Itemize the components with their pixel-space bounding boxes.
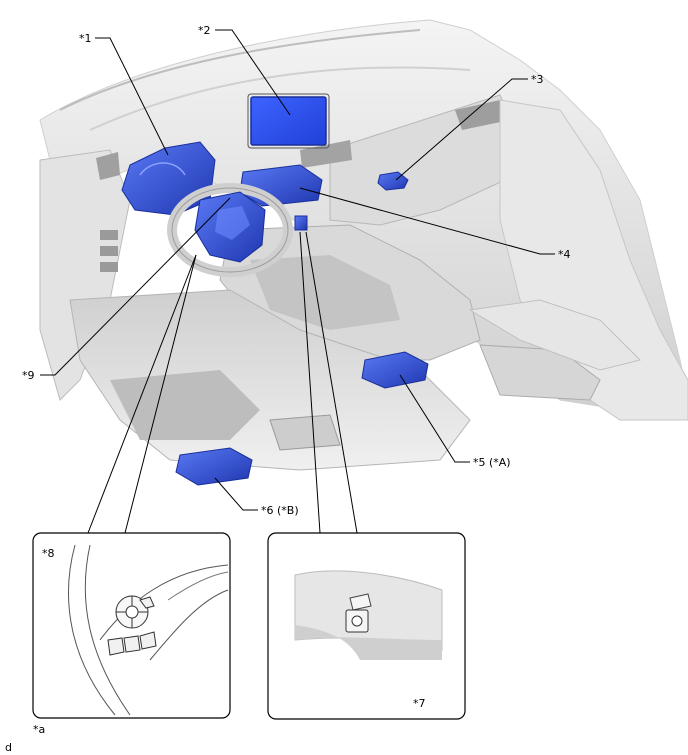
left-air-vent	[96, 152, 120, 180]
leader-line-4	[299, 187, 555, 255]
steering-wheel-outline	[171, 187, 289, 273]
module-5-highlight	[361, 351, 429, 389]
leader-lines	[40, 29, 555, 704]
label-4: *4	[558, 248, 571, 261]
label-8: *8	[42, 547, 55, 560]
switch-button-lower-1	[107, 637, 125, 656]
switch-button-lower-3	[139, 631, 157, 650]
steering-pad-center	[215, 206, 250, 240]
label-a: *a	[33, 723, 45, 736]
wheel-trim-line	[167, 571, 229, 601]
switch-button-upper	[139, 596, 155, 609]
dash-switch-3	[100, 262, 118, 272]
leader-line-1	[95, 37, 169, 156]
interior-illustration	[39, 19, 688, 471]
switch-7-highlight	[294, 215, 308, 231]
dash-top-edge	[89, 66, 471, 131]
switch-button-lower-2	[123, 635, 141, 653]
wheel-rim-inner	[84, 544, 131, 716]
callout-line-8-right	[124, 254, 197, 534]
callout-line-7-right	[305, 231, 358, 534]
right-air-vent	[455, 100, 510, 130]
label-9: *9	[22, 369, 35, 382]
leader-line-9	[40, 197, 231, 376]
label-d: d	[5, 741, 12, 754]
steering-switch-center	[125, 605, 139, 619]
highlighted-components	[121, 93, 429, 486]
passenger-floor-edge	[468, 299, 641, 371]
switch-top-cover	[349, 593, 372, 611]
wheel-spoke-bottom	[149, 589, 229, 661]
wheel-spoke-top	[99, 564, 229, 641]
label-1: *1	[79, 32, 92, 45]
callout-line-7-left	[299, 231, 321, 534]
switch-button	[351, 615, 363, 627]
leader-line-3	[395, 78, 528, 181]
leader-line-6	[214, 477, 258, 511]
label-7: *7	[413, 697, 426, 710]
dash-switch-1	[100, 230, 118, 240]
detail-box-switch	[267, 532, 466, 720]
seat-rail-block	[269, 414, 341, 451]
label-5: *5 (*A)	[473, 456, 511, 469]
console-top	[250, 255, 400, 330]
dash-switch-2	[100, 246, 118, 256]
callout-labels: *1 *2 *3 *4 *9 *5 (*A) *6 (*B) *8 *7 *a …	[5, 24, 571, 754]
wheel-rim-outer	[67, 544, 116, 716]
label-3: *3	[531, 73, 544, 86]
label-6: *6 (*B)	[261, 504, 299, 517]
multimedia-display-highlight	[250, 96, 327, 146]
detail-box-steering-switch	[32, 532, 231, 719]
meter-gauge-arc	[139, 162, 186, 176]
windshield-edge	[59, 29, 421, 111]
module-6-highlight	[175, 447, 253, 486]
leader-line-2	[215, 29, 291, 116]
display-bezel	[247, 93, 330, 149]
leader-line-5	[399, 374, 470, 463]
ecu-4-highlight	[239, 164, 323, 207]
label-2: *2	[198, 24, 211, 37]
center-air-vent	[300, 140, 352, 168]
steering-switch-cluster	[107, 595, 157, 656]
callout-line-8-left	[87, 254, 197, 534]
driver-floor-mat	[110, 370, 260, 440]
panel-lower-edge	[295, 625, 442, 660]
